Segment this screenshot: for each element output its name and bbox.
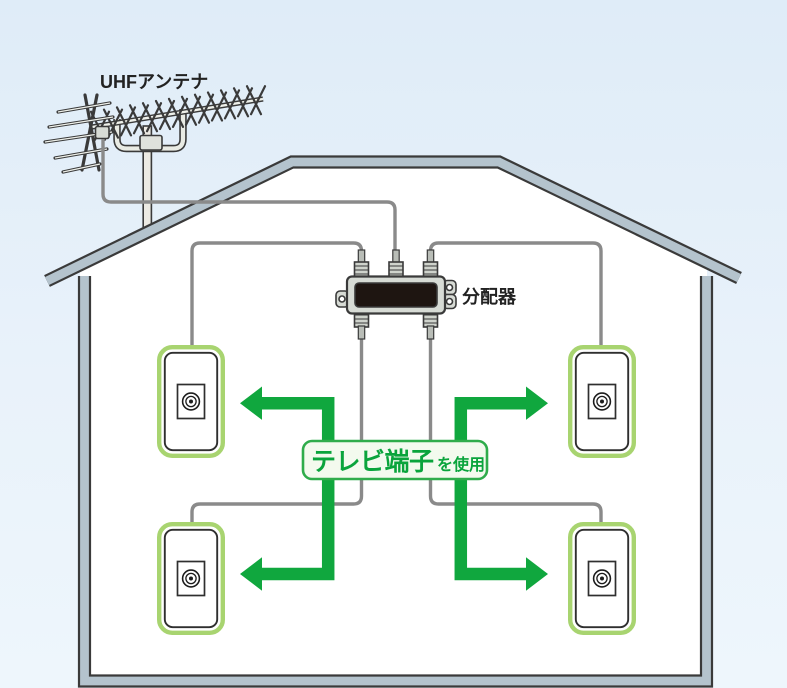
splitter-device: 分配器 bbox=[335, 249, 517, 340]
house-walls-and-floor bbox=[77, 276, 714, 688]
splitter-connectors bbox=[353, 249, 439, 340]
arrows-to-right-outlets bbox=[454, 386, 548, 591]
tv-terminal-label-box bbox=[301, 439, 489, 481]
house-outline bbox=[44, 155, 742, 688]
splitter-label: 分配器 bbox=[462, 287, 517, 307]
uhf-antenna bbox=[43, 85, 267, 235]
cable-splitter-to-outlet-bottom-left bbox=[190, 330, 364, 525]
arrowhead-bottom-left bbox=[240, 557, 262, 591]
arrow-bar-left bbox=[258, 396, 335, 581]
tv-outlet-bottom-right bbox=[570, 524, 634, 633]
tv-terminal-label-suffix: を使用 bbox=[437, 455, 485, 474]
arrowhead-bottom-right bbox=[526, 557, 548, 591]
splitter-window bbox=[354, 282, 438, 308]
tv-outlet-top-left bbox=[159, 347, 223, 456]
arrowhead-top-left bbox=[240, 386, 262, 420]
antenna-mast-clamp bbox=[139, 134, 163, 151]
cable-splitter-to-outlet-top-right bbox=[428, 241, 603, 348]
tv-outlet-bottom-left bbox=[159, 524, 223, 633]
tv-terminal-label-main: テレビ端子 bbox=[311, 448, 434, 476]
house-roof bbox=[44, 155, 742, 287]
tv-terminal-label: テレビ端子 を使用 bbox=[301, 439, 489, 481]
house-interior bbox=[80, 166, 707, 681]
arrows-to-left-outlets bbox=[240, 386, 335, 591]
antenna-boom bbox=[91, 96, 264, 130]
antenna-reflector bbox=[43, 93, 115, 174]
antenna-feed-box bbox=[94, 125, 110, 140]
arrow-bar-right bbox=[454, 396, 530, 581]
cable-antenna-to-splitter bbox=[101, 139, 397, 252]
tv-outlet-top-right bbox=[570, 347, 634, 456]
arrowhead-top-right bbox=[526, 386, 548, 420]
cable-splitter-to-outlet-bottom-right bbox=[428, 330, 603, 525]
antenna-label: UHFアンテナ bbox=[100, 72, 208, 92]
